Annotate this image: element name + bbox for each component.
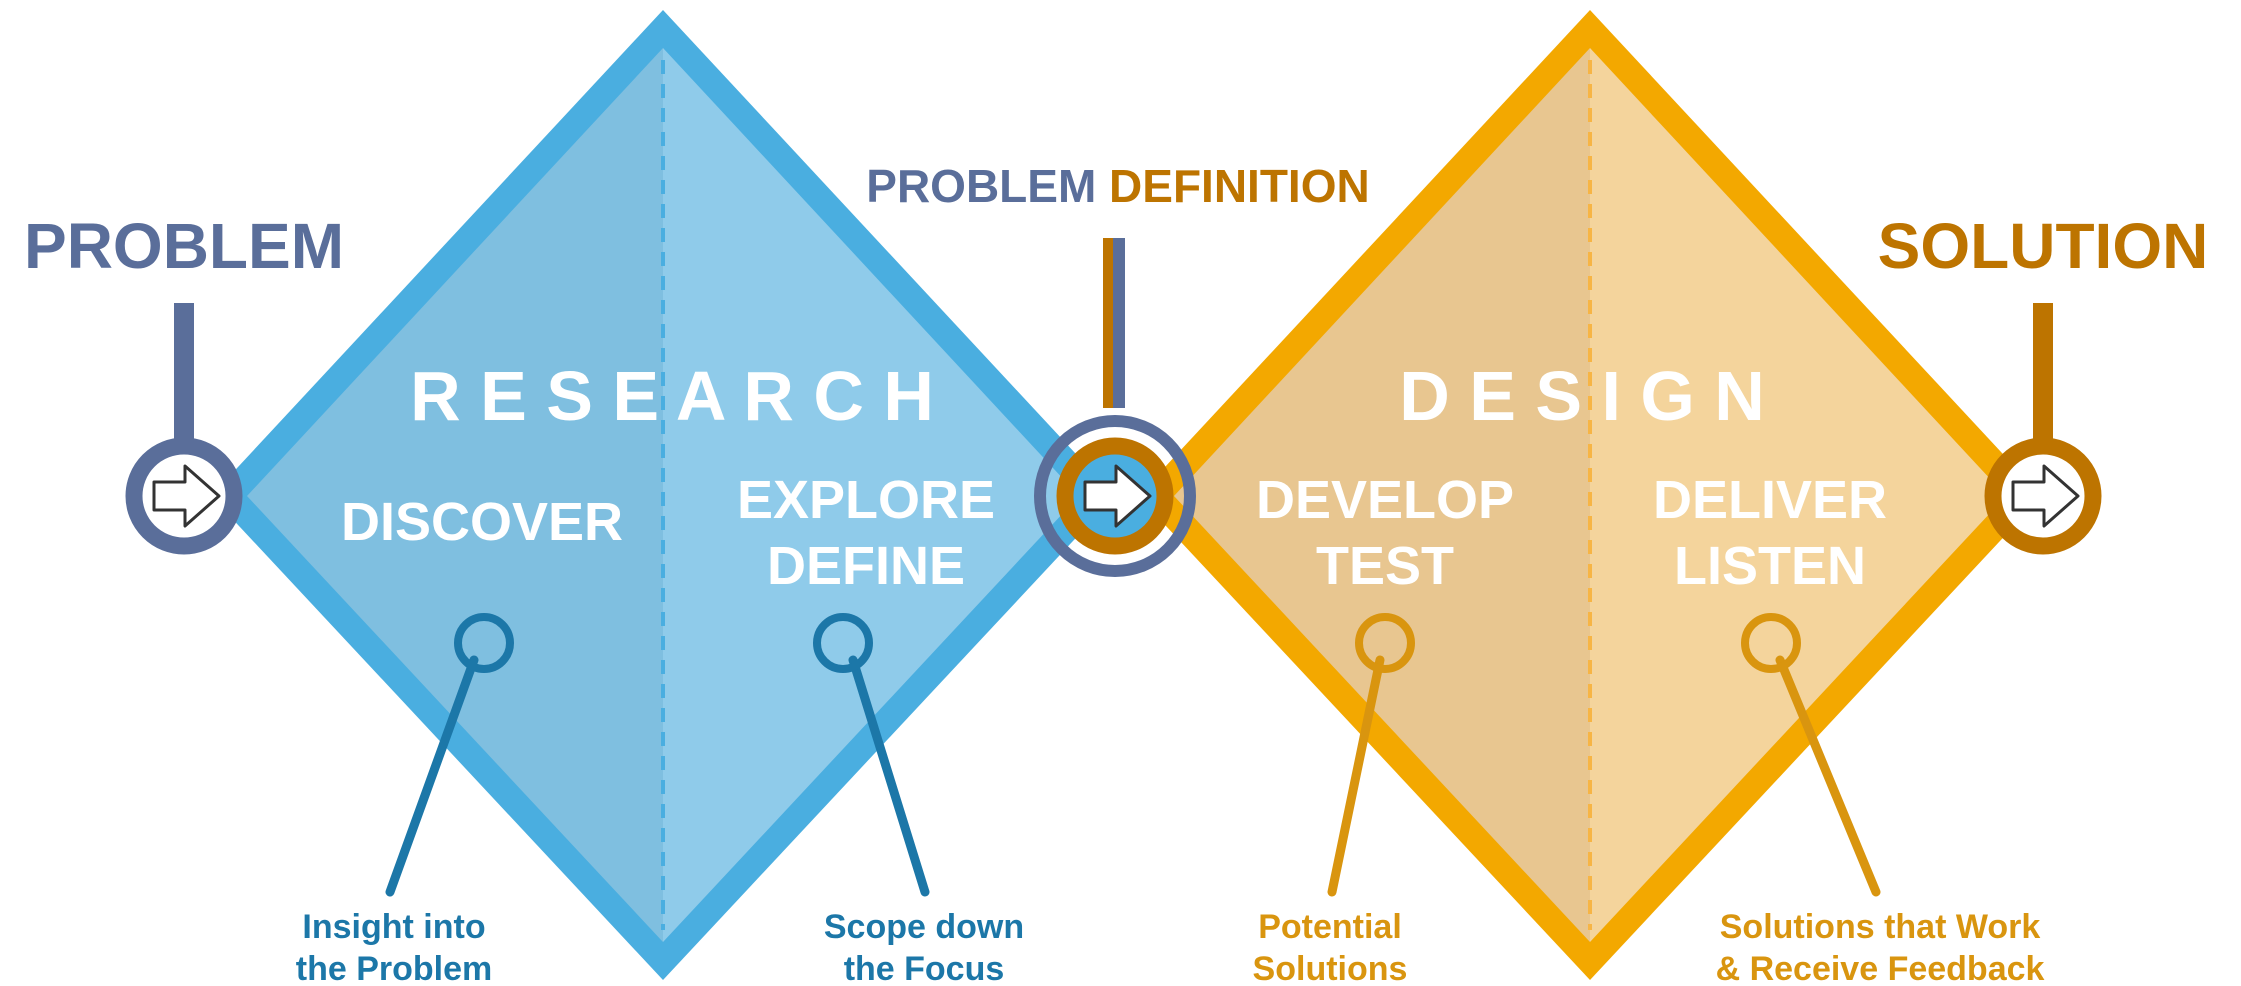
design-title: D E S I G N (1399, 357, 1765, 435)
callout-insight-line1: Insight into (302, 908, 485, 946)
callout-scope-pin (813, 613, 930, 897)
stage-define: DEFINE (767, 536, 965, 596)
problem-definition-stem-left (1103, 238, 1113, 408)
callout-scope-line1: Scope down (824, 908, 1024, 946)
solution-stem (2033, 303, 2053, 447)
stage-test: TEST (1316, 536, 1454, 596)
callout-solutions-line1: Solutions that Work (1720, 908, 2041, 946)
problem-definition-outer-ring (1034, 415, 1196, 577)
callout-insight-pin (385, 613, 514, 897)
problem-node: PROBLEM (24, 210, 344, 555)
stage-explore: EXPLORE (737, 470, 995, 530)
stage-listen: LISTEN (1674, 536, 1866, 596)
problem-label: PROBLEM (24, 210, 344, 282)
callout-insight-line2: the Problem (296, 950, 492, 986)
problem-stem (174, 303, 194, 447)
right-arrow-icon (152, 464, 221, 528)
callout-scope-line2: the Focus (844, 950, 1005, 986)
right-arrow-icon (1083, 464, 1152, 528)
problem-definition-left-label: PROBLEM (866, 160, 1096, 212)
stage-develop: DEVELOP (1256, 470, 1514, 530)
stage-deliver: DELIVER (1653, 470, 1887, 530)
callout-solutions-line2: & Receive Feedback (1716, 950, 2045, 986)
problem-definition-stem-right (1113, 238, 1125, 408)
problem-definition-node: PROBLEM DEFINITION (866, 160, 1370, 577)
stage-discover: DISCOVER (341, 492, 623, 552)
solution-label: SOLUTION (1878, 210, 2209, 282)
right-arrow-icon (2011, 464, 2080, 528)
callout-potential-pin (1327, 613, 1415, 897)
problem-definition-label: PROBLEM DEFINITION (866, 160, 1369, 212)
callout-potential-line2: Solutions (1253, 950, 1408, 986)
research-diamond-inner-right (663, 48, 1079, 942)
research-diamond (211, 10, 1115, 980)
problem-definition-right-label: DEFINITION (1109, 160, 1370, 212)
design-diamond-inner-left (1174, 48, 1590, 942)
design-diamond-inner-right (1590, 48, 2006, 942)
research-title: R E S E A R C H (410, 357, 934, 435)
callout-potential-line1: Potential (1258, 908, 1402, 946)
research-diamond-inner-left (247, 48, 663, 942)
solution-node: SOLUTION (1878, 210, 2209, 555)
callout-solutions-pin (1741, 613, 1881, 897)
